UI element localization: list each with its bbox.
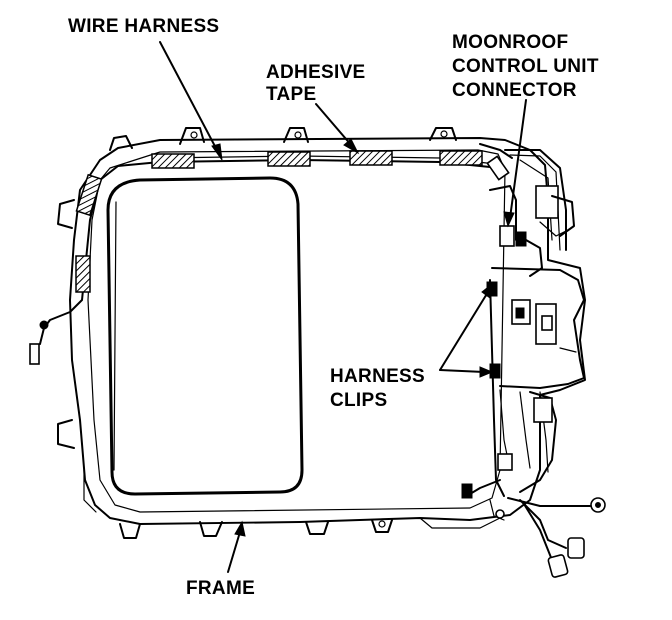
moonroof-connector-arrow — [503, 211, 515, 228]
label-moonroof-line1: MOONROOF — [452, 32, 568, 53]
tape-piece — [151, 153, 195, 169]
adhesive-tape-leader — [315, 103, 353, 147]
tape-piece — [75, 173, 103, 217]
label-frame: FRAME — [186, 578, 255, 599]
harness-clip-leader-upper — [439, 291, 489, 371]
right-side-mechanism — [461, 149, 606, 578]
label-moonroof-line2: CONTROL UNIT — [452, 56, 599, 77]
adhesive-tape-arrow — [343, 138, 360, 155]
wire-harness-arrow — [211, 143, 223, 161]
label-harness-clips-line2: CLIPS — [330, 390, 387, 411]
adhesive-tape-pieces — [75, 150, 483, 293]
frame-arrow — [234, 520, 246, 537]
label-wire-harness: WIRE HARNESS — [68, 16, 219, 37]
frame — [57, 127, 586, 539]
frame-leader — [227, 531, 241, 573]
tape-piece — [75, 255, 91, 293]
moonroof-connector-leader — [509, 99, 527, 219]
tape-piece — [349, 150, 393, 166]
label-moonroof-line3: CONNECTOR — [452, 80, 577, 101]
tape-piece — [439, 150, 483, 166]
wire-harness-leader — [159, 41, 219, 153]
harness-clip-leader-lower — [439, 369, 485, 373]
harness-clip — [489, 363, 501, 379]
glass-opening — [106, 176, 304, 496]
label-adhesive-tape-line2: TAPE — [266, 84, 316, 105]
tape-piece — [267, 151, 311, 167]
harness-clip-arrow-upper — [481, 282, 493, 299]
leader-lines — [159, 41, 527, 573]
label-adhesive-tape-line1: ADHESIVE — [266, 62, 366, 83]
label-harness-clips-line1: HARNESS — [330, 366, 425, 387]
harness-clip-arrow-lower — [479, 366, 494, 378]
